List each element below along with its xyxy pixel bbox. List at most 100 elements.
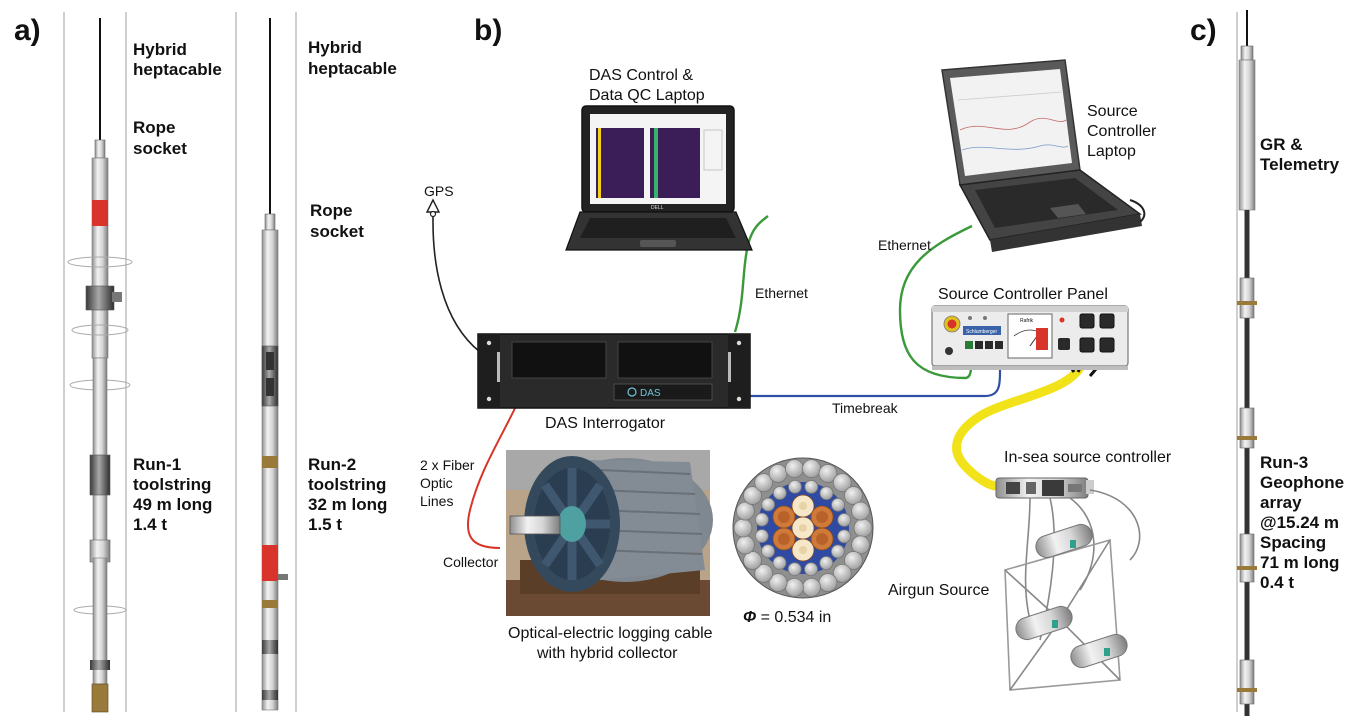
das-interrogator: DAS xyxy=(477,333,751,409)
armor-strand xyxy=(818,573,838,592)
armor-strand xyxy=(831,497,845,512)
conductor-center xyxy=(816,533,829,545)
label-run3-desc-6: 71 m long xyxy=(1260,553,1339,572)
label-run2-socket-2: socket xyxy=(310,222,364,241)
label-airgun: Airgun Source xyxy=(888,582,989,599)
armor-strand xyxy=(851,535,870,555)
source-laptop xyxy=(941,59,1146,252)
run2-toolstring xyxy=(261,18,288,711)
armor-strand xyxy=(736,535,755,555)
label-run3-gr-2: Telemetry xyxy=(1260,155,1340,174)
armor-strand xyxy=(830,544,845,559)
armor-strand xyxy=(736,501,755,521)
in-sea-controller xyxy=(995,477,1094,499)
tool-brass-section xyxy=(91,683,109,713)
label-source-laptop-1: Source xyxy=(1087,103,1138,120)
tool-body xyxy=(91,157,109,359)
label-ethernet-source: Ethernet xyxy=(878,237,931,253)
label-run1-socket-2: socket xyxy=(133,139,187,158)
interrogator-badge: DAS xyxy=(640,388,661,399)
tool-red-section xyxy=(262,545,278,581)
armor-strand xyxy=(754,473,774,493)
run3-labels: GR & Telemetry Run-3 Geophone array @15.… xyxy=(1260,135,1344,592)
ethernet-cable-source xyxy=(898,224,973,380)
label-cable-caption-1: Optical-electric logging cable xyxy=(508,625,713,642)
power-icon xyxy=(627,387,637,397)
armor-strand xyxy=(768,573,788,592)
label-run1-desc-1: Run-1 xyxy=(133,455,181,474)
label-run3-desc-4: @15.24 m xyxy=(1260,513,1339,532)
armor-strand xyxy=(772,486,787,500)
armor-strand xyxy=(804,479,819,494)
armor-strand xyxy=(802,577,821,597)
armor-strand xyxy=(772,555,787,570)
geophone-shuttle xyxy=(1239,277,1255,319)
hybrid-collector xyxy=(509,515,561,535)
label-fiber-2: Optic xyxy=(420,475,453,491)
armor-strand xyxy=(818,464,838,483)
umbilical-cable xyxy=(952,359,1087,491)
armor-strand xyxy=(804,562,818,577)
armor-strand xyxy=(837,513,852,527)
panel-label-b: b) xyxy=(474,14,502,47)
label-run3-desc-7: 0.4 t xyxy=(1260,573,1294,592)
run1-toolstring xyxy=(67,18,133,713)
label-in-sea: In-sea source controller xyxy=(1004,449,1172,466)
panel-label-c: c) xyxy=(1190,14,1217,47)
label-run2-socket-1: Rope xyxy=(310,201,353,220)
label-gps: GPS xyxy=(424,183,454,199)
gps-antenna: GPS xyxy=(424,183,454,222)
label-diameter: Φ = 0.534 in xyxy=(743,609,831,626)
armor-strand xyxy=(743,486,762,505)
label-run1-cable-1: Hybrid xyxy=(133,40,187,59)
armor-strand xyxy=(785,577,804,597)
armor-strand xyxy=(788,479,802,494)
label-source-laptop-2: Controller xyxy=(1087,123,1157,140)
cable-drum-photo xyxy=(506,450,713,616)
armor-strand xyxy=(837,529,852,544)
geophone-shuttle xyxy=(1239,533,1255,583)
tool-red-section xyxy=(92,200,108,226)
label-timebreak: Timebreak xyxy=(832,400,899,416)
armor-strand xyxy=(832,563,852,583)
armor-strand xyxy=(844,551,863,570)
label-run1-desc-3: 49 m long xyxy=(133,495,212,514)
armor-strand xyxy=(733,518,753,538)
run2-labels: Hybrid heptacable Rope socket Run-2 tool… xyxy=(308,38,397,534)
armor-strand xyxy=(754,512,769,527)
label-fiber-1: 2 x Fiber xyxy=(420,457,475,473)
label-run2-desc-2: toolstring xyxy=(308,475,386,494)
label-source-laptop-3: Laptop xyxy=(1087,143,1136,160)
cable-cross-section xyxy=(732,457,874,599)
geophone-shuttle xyxy=(1239,407,1255,449)
label-run3-desc-5: Spacing xyxy=(1260,533,1326,552)
fiber-optic-lines xyxy=(466,403,518,549)
armor-strand xyxy=(851,501,870,521)
das-laptop: DELL xyxy=(565,105,753,251)
label-source-panel: Source Controller Panel xyxy=(938,286,1108,303)
panel-meter-label: Rafrik xyxy=(1020,318,1034,324)
laptop-screen xyxy=(950,69,1072,176)
armor-strand xyxy=(844,486,863,505)
gr-telemetry-module xyxy=(1238,59,1256,211)
run1-labels: Hybrid heptacable Rope socket Run-1 tool… xyxy=(133,40,222,534)
label-fiber-3: Lines xyxy=(420,493,453,509)
armor-strand xyxy=(832,473,852,493)
timebreak-cable xyxy=(750,326,1002,398)
run3-toolstring xyxy=(1237,10,1257,716)
airgun-cylinders xyxy=(1015,523,1128,669)
label-run1-desc-2: toolstring xyxy=(133,475,211,494)
panel-label-a: a) xyxy=(14,14,41,47)
geophone-shuttle xyxy=(1239,659,1255,705)
armor-strand xyxy=(754,529,769,543)
label-cable-caption-2: with hybrid collector xyxy=(536,645,678,662)
laptop-brand: DELL xyxy=(651,205,664,211)
label-run3-desc-3: array xyxy=(1260,493,1302,512)
tool-caliper xyxy=(85,285,115,311)
conductor-center xyxy=(799,502,807,510)
armor-strand xyxy=(853,518,873,538)
label-run2-cable-2: heptacable xyxy=(308,59,397,78)
label-run2-desc-4: 1.5 t xyxy=(308,515,342,534)
armor-strand xyxy=(787,562,802,577)
